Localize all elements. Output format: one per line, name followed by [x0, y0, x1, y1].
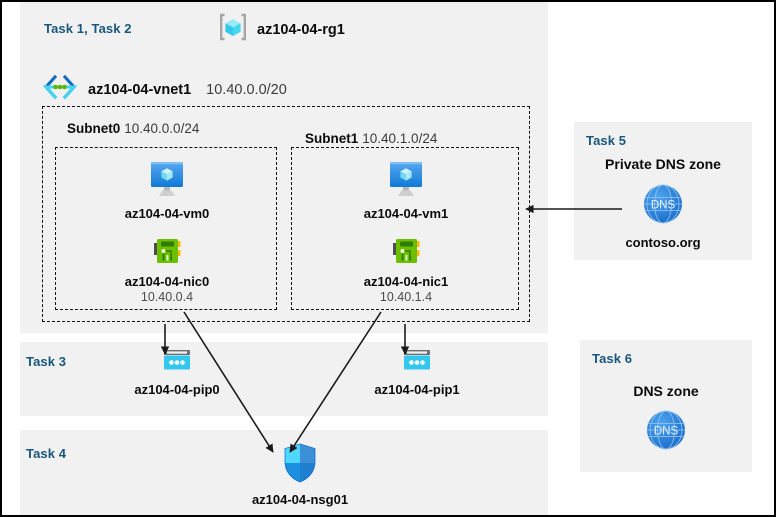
- private-dns-zone-heading: Private DNS zone: [605, 156, 721, 172]
- subnet0-cidr: 10.40.0.0/24: [124, 121, 200, 136]
- network-security-group-icon: [281, 442, 319, 489]
- pip0-node[interactable]: az104-04-pip0: [134, 348, 220, 397]
- private-dns-zone-node[interactable]: DNS contoso.org: [574, 180, 752, 250]
- nsg-label: az104-04-nsg01: [251, 492, 349, 507]
- network-interface-icon: [151, 236, 183, 271]
- public-ip-address-icon: [402, 348, 432, 379]
- vm1-node[interactable]: az104-04-vm1: [292, 160, 520, 221]
- virtual-machine-icon: [146, 160, 188, 203]
- subnet0-boundary: az104-04-vm0: [55, 147, 277, 310]
- private-dns-zone-name: contoso.org: [625, 235, 701, 250]
- dns-zone-heading: DNS zone: [633, 383, 699, 399]
- task-label-task6: Task 6: [592, 351, 633, 366]
- nic0-label: az104-04-nic0: [124, 274, 210, 289]
- resource-group-name: az104-04-rg1: [257, 21, 345, 38]
- dns-zone-node[interactable]: DNS: [580, 406, 752, 459]
- subnet1-cidr: 10.40.1.0/24: [362, 131, 438, 146]
- task6-panel: Task 6 DNS zone DNS: [580, 340, 752, 472]
- vm1-label: az104-04-vm1: [363, 206, 449, 221]
- pip1-node[interactable]: az104-04-pip1: [374, 348, 460, 397]
- vnet-name: az104-04-vnet1: [88, 81, 192, 98]
- resource-group-icon: [218, 12, 248, 47]
- resource-group-title: az104-04-rg1: [218, 12, 345, 47]
- resource-group-header: Task 1, Task 2 az104-04-rg1: [20, 2, 548, 58]
- task4-panel: Task 4 az: [20, 430, 548, 515]
- pip0-label: az104-04-pip0: [134, 382, 220, 397]
- dns-zone-icon: DNS: [639, 180, 687, 233]
- virtual-network-icon: [42, 74, 78, 105]
- network-interface-icon: [390, 236, 422, 271]
- task-label-task5: Task 5: [586, 133, 627, 148]
- dns-zone-icon: DNS: [642, 406, 690, 459]
- task-label-task4: Task 4: [26, 446, 67, 461]
- nsg-node[interactable]: az104-04-nsg01: [235, 442, 365, 507]
- nic0-node[interactable]: az104-04-nic0 10.40.0.4: [56, 236, 278, 304]
- task5-panel: Task 5 Private DNS zone DNS: [574, 122, 752, 260]
- subnet0-name: Subnet0: [67, 121, 121, 136]
- subnet1-boundary: az104-04-vm1: [291, 147, 519, 310]
- nic1-private-ip: 10.40.1.4: [379, 290, 433, 304]
- nic0-private-ip: 10.40.0.4: [140, 290, 194, 304]
- virtual-machine-icon: [385, 160, 427, 203]
- nic1-node[interactable]: az104-04-nic1 10.40.1.4: [292, 236, 520, 304]
- pip1-label: az104-04-pip1: [374, 382, 460, 397]
- task3-panel: Task 3 az104-04-pip0: [20, 342, 548, 416]
- svg-text:DNS: DNS: [651, 200, 676, 212]
- vm0-label: az104-04-vm0: [124, 206, 210, 221]
- vnet-cidr: 10.40.0.0/20: [206, 81, 287, 98]
- vnet-title: az104-04-vnet1 10.40.0.0/20: [42, 74, 287, 105]
- svg-text:DNS: DNS: [654, 426, 679, 438]
- public-ip-address-icon: [162, 348, 192, 379]
- task-label-task3: Task 3: [26, 354, 67, 369]
- subnet1-name: Subnet1: [305, 131, 359, 146]
- nic1-label: az104-04-nic1: [363, 274, 449, 289]
- vm0-node[interactable]: az104-04-vm0: [56, 160, 278, 221]
- task-label-task1-task2: Task 1, Task 2: [44, 21, 132, 36]
